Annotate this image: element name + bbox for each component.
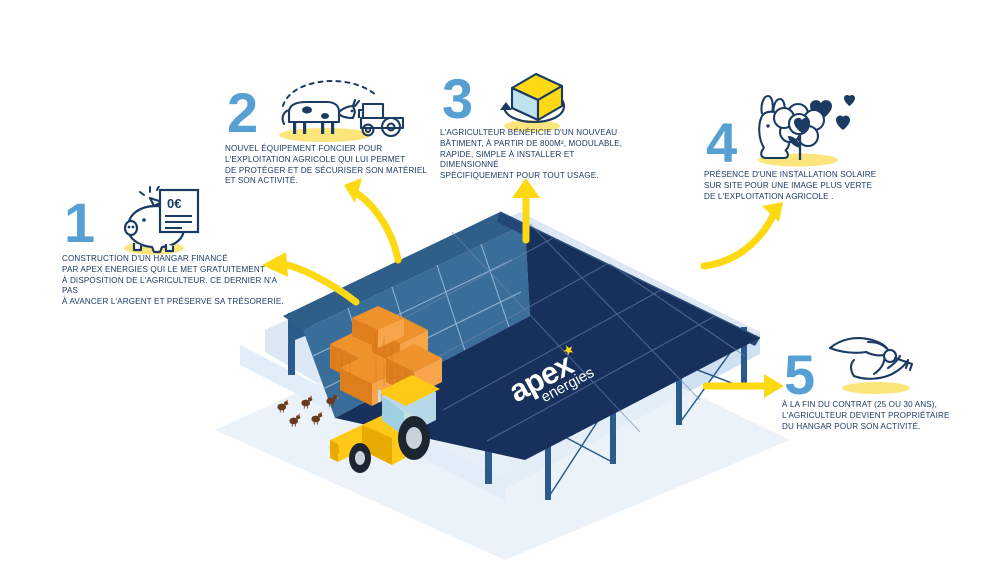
- arrow-to-step-2-head: [344, 178, 362, 203]
- step-2-text: NOUVEL ÉQUIPEMENT FONCIER POUR L'EXPLOIT…: [225, 144, 428, 186]
- arrow-to-step-4-head: [762, 202, 783, 222]
- step-3: 3 L'AGRICULTEUR BÉNÉFICIE D'UN NOUVEAU B…: [440, 66, 640, 180]
- step-3-text: L'AGRICULTEUR BÉNÉFICIE D'UN NOUVEAU BÂT…: [440, 128, 623, 180]
- step-1-text: CONSTRUCTION D'UN HANGAR FINANCÉ PAR APE…: [62, 254, 284, 306]
- piggy-bank-with-zero-euro-invoice-icon: 0€: [110, 185, 220, 263]
- step-5-text: À LA FIN DU CONTRAT (25 OU 30 ANS), L'AG…: [782, 400, 950, 431]
- step-1-number: 1: [64, 191, 95, 254]
- step-4-text: PRÉSENCE D'UNE INSTALLATION SOLAIRE SUR …: [704, 170, 877, 201]
- step-2-number: 2: [227, 81, 258, 144]
- solar-panel-roof-right: [335, 211, 761, 460]
- rotating-modular-building-box-icon: [488, 66, 580, 141]
- rabbit-flower-and-hearts-icon: [744, 92, 874, 175]
- tractor: [329, 375, 440, 473]
- arrow-to-step-2-shaft: [348, 186, 402, 264]
- step-3-number: 3: [442, 67, 473, 130]
- arrow-to-step-5-head: [764, 374, 784, 398]
- chickens: [277, 393, 339, 427]
- arrow-to-step-1-shaft: [279, 260, 360, 306]
- invoice-amount-label: 0€: [167, 196, 181, 211]
- handing-over-keys-icon: [824, 330, 934, 407]
- step-5-number: 5: [784, 343, 815, 406]
- step-2: 2 NOUVEL ÉQUIPEMENT FONCIER POUR L'EXPLO…: [225, 72, 435, 185]
- arrow-to-step-4-shaft: [700, 210, 778, 270]
- star-icon: [563, 345, 574, 356]
- step-4: 4 PRÉSENCE D'UNE INSTALLATION SOLAIRE SU…: [704, 92, 904, 212]
- step-5: 5 À LA FIN DU CONTRAT (25 OU 30 ANS), L'…: [782, 330, 982, 450]
- cow-and-tractor-icon: [267, 72, 407, 153]
- step-1: 0€ 1 CONSTRUCTION D'UN HANGAR FINANCÉ PA…: [62, 185, 292, 306]
- arrow-to-step-3-head: [512, 178, 540, 198]
- arrow-to-step-1-head: [262, 252, 288, 277]
- step-4-number: 4: [706, 111, 737, 174]
